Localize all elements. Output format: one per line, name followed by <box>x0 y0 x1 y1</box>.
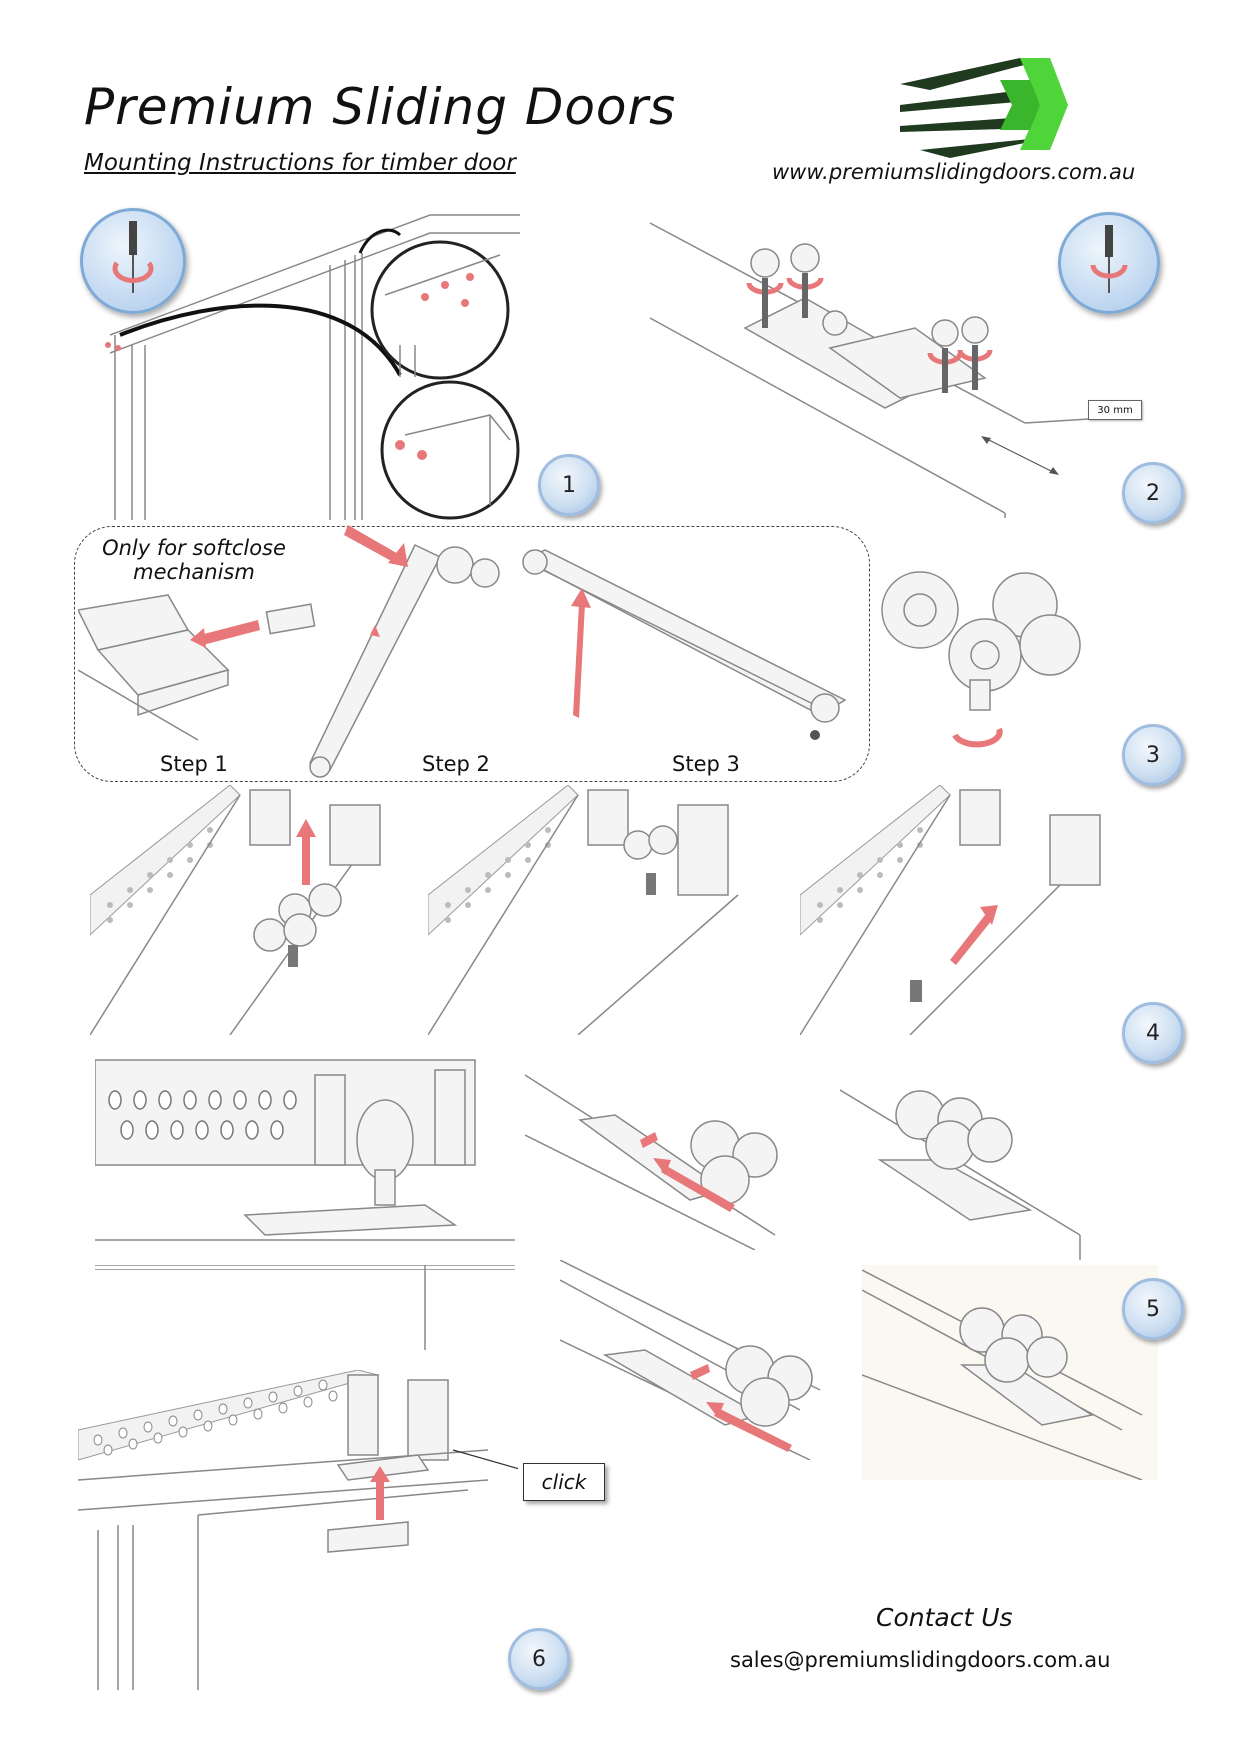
page-title: Premium Sliding Doors <box>84 78 677 136</box>
screwdriver-icon <box>1058 212 1160 314</box>
step4-track-illustration-c <box>800 785 1101 1035</box>
step5-hanger-closeup-illustration <box>95 1059 515 1270</box>
step2-plate-illustration <box>649 222 1105 518</box>
softclose-step3-label: Step 3 <box>672 752 740 776</box>
step4-track-illustration-a <box>90 785 381 1035</box>
step-badge-5: 5 <box>1122 1278 1184 1340</box>
step3-roller-illustration <box>881 571 1081 748</box>
dimension-label: 30 mm <box>1088 400 1142 420</box>
softclose-step2-illustration <box>308 525 500 778</box>
screwdriver-icon <box>80 208 186 314</box>
company-logo <box>900 58 1068 158</box>
contact-email[interactable]: sales@premiumslidingdoors.com.au <box>730 1648 1111 1672</box>
step5-plate-roller-illustration-c <box>560 1260 821 1460</box>
step-badge-2: 2 <box>1122 462 1184 524</box>
step1-frame-illustration <box>105 214 520 520</box>
softclose-step3-illustration <box>522 549 847 740</box>
softclose-step1-label: Step 1 <box>160 752 228 776</box>
step-badge-4: 4 <box>1122 1002 1184 1064</box>
softclose-note: Only for softclose mechanism <box>102 536 286 584</box>
step-badge-3: 3 <box>1122 724 1184 786</box>
step5-plate-roller-illustration-a <box>525 1074 778 1250</box>
softclose-step2-label: Step 2 <box>422 752 490 776</box>
step-badge-1: 1 <box>538 454 600 516</box>
step4-track-illustration-b <box>428 785 739 1035</box>
website-link[interactable]: www.premiumslidingdoors.com.au <box>772 160 1136 184</box>
step6-track-illustration <box>78 1370 518 1690</box>
softclose-step1-illustration <box>78 594 316 741</box>
step-badge-6: 6 <box>508 1628 570 1690</box>
click-label: click <box>523 1463 605 1501</box>
page-subtitle: Mounting Instructions for timber door <box>84 150 516 176</box>
softclose-panel <box>74 526 870 782</box>
step5-plate-roller-illustration-d <box>862 1269 1143 1480</box>
step5-block-illustration <box>95 1265 515 1350</box>
step5-plate-roller-illustration-b <box>840 1089 1081 1260</box>
contact-heading: Contact Us <box>876 1603 1013 1632</box>
